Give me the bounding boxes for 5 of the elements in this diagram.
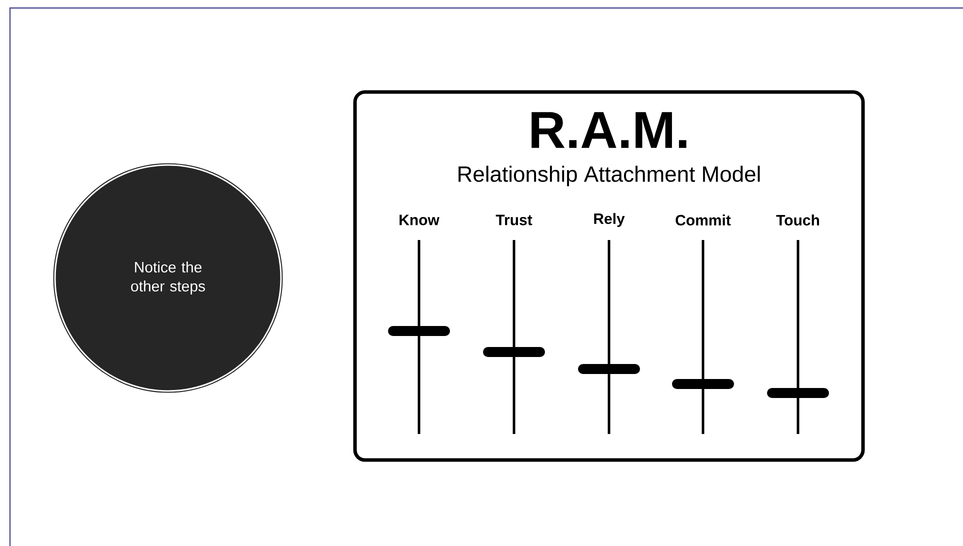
slider-label: Rely (594, 213, 625, 227)
slider-label: Commit (676, 214, 731, 226)
slider-label: Trust (496, 214, 532, 226)
slider-label: Know (400, 214, 440, 226)
slider-label: Touch (776, 214, 820, 226)
